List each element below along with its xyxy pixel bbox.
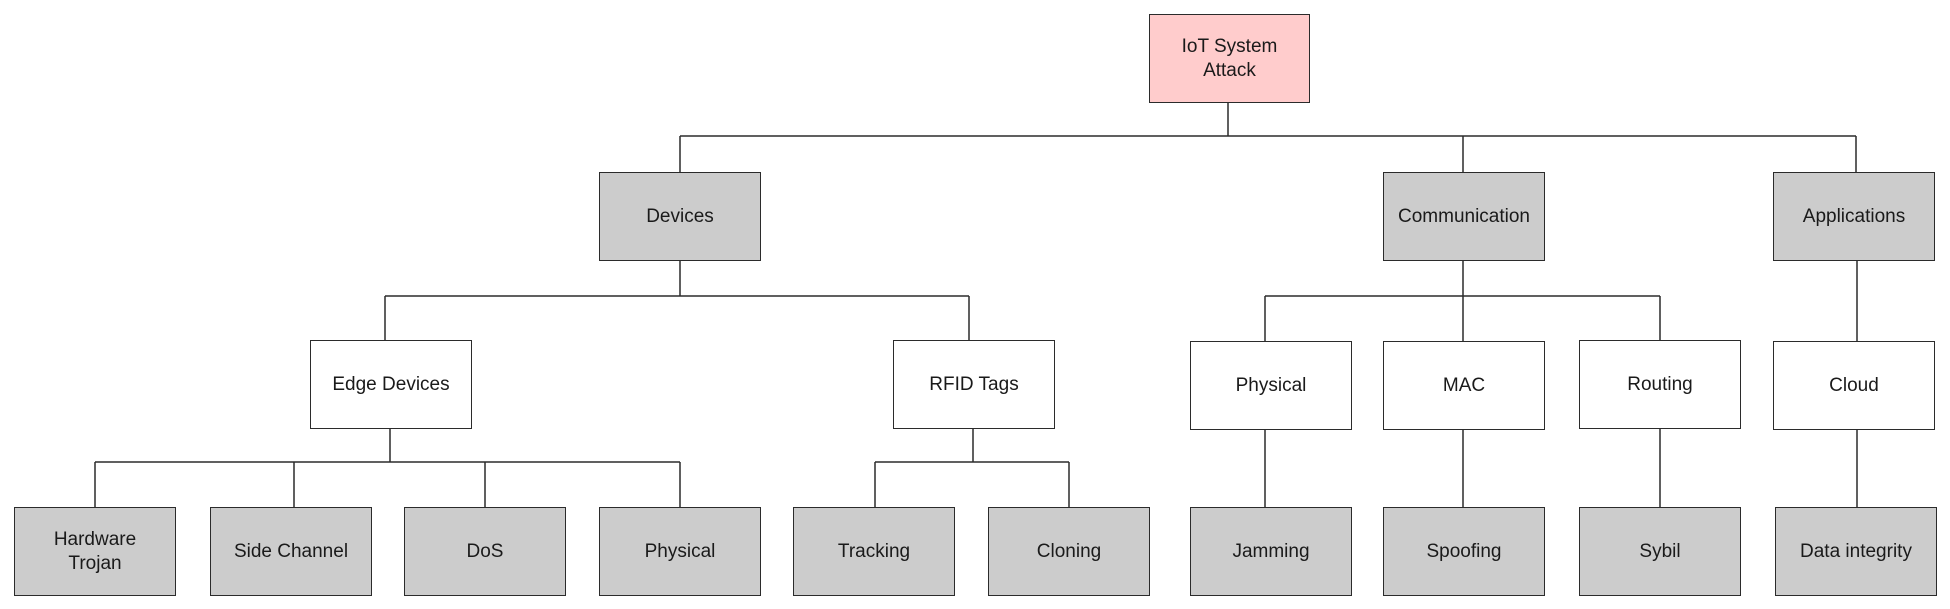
- node-cloning: Cloning: [988, 507, 1150, 596]
- node-routing: Routing: [1579, 340, 1741, 429]
- node-data-integrity: Data integrity: [1775, 507, 1937, 596]
- node-rfid-tags: RFID Tags: [893, 340, 1055, 429]
- node-dos: DoS: [404, 507, 566, 596]
- node-sybil: Sybil: [1579, 507, 1741, 596]
- node-jamming: Jamming: [1190, 507, 1352, 596]
- node-physical-layer: Physical: [1190, 341, 1352, 430]
- node-mac: MAC: [1383, 341, 1545, 430]
- node-tracking: Tracking: [793, 507, 955, 596]
- node-edge-devices: Edge Devices: [310, 340, 472, 429]
- node-side-channel: Side Channel: [210, 507, 372, 596]
- node-spoofing: Spoofing: [1383, 507, 1545, 596]
- node-cloud: Cloud: [1773, 341, 1935, 430]
- node-physical: Physical: [599, 507, 761, 596]
- node-communication: Communication: [1383, 172, 1545, 261]
- node-applications: Applications: [1773, 172, 1935, 261]
- node-hardware-trojan: Hardware Trojan: [14, 507, 176, 596]
- node-iot-system-attack: IoT System Attack: [1149, 14, 1310, 103]
- node-devices: Devices: [599, 172, 761, 261]
